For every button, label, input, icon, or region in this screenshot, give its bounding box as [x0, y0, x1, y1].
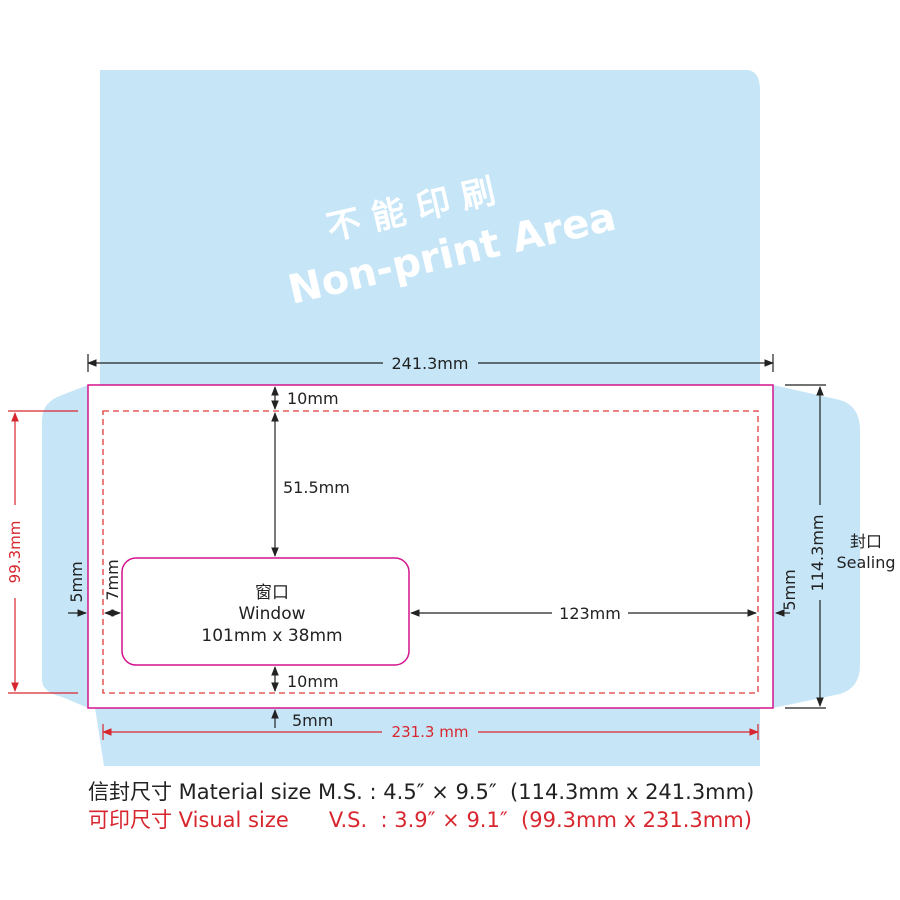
top-flap — [100, 70, 760, 385]
window-cutout — [121, 557, 410, 666]
window-label-zh: 窗口 — [255, 583, 289, 603]
left-edge-label: 5mm — [67, 561, 86, 602]
bottom-margin-label: 10mm — [287, 672, 339, 691]
visual-width-label: 231.3 mm — [392, 723, 469, 741]
right-edge-label: 5mm — [780, 569, 799, 610]
sealing-label-zh: 封口 — [850, 532, 882, 551]
right-flap — [773, 385, 860, 708]
material-width-label: 241.3mm — [392, 354, 469, 373]
visual-size-line: 可印尺寸 Visual size V.S. : 3.9″ × 9.1″ (99.… — [88, 808, 752, 832]
safe-area — [102, 410, 759, 694]
window-right-label: 123mm — [559, 604, 621, 623]
visual-height-label: 99.3mm — [6, 521, 24, 584]
window-label-en: Window — [238, 604, 305, 624]
material-size-line: 信封尺寸 Material size M.S. : 4.5″ × 9.5″ (1… — [88, 780, 755, 804]
window-left-label: 7mm — [103, 559, 122, 600]
left-flap — [42, 385, 88, 708]
material-height-label: 114.3mm — [808, 515, 827, 592]
window-top-label: 51.5mm — [283, 478, 350, 497]
window-size: 101mm x 38mm — [201, 626, 342, 646]
sealing-label-en: Sealing — [837, 553, 896, 572]
top-margin-label: 10mm — [287, 389, 339, 408]
bottom-flap — [95, 708, 760, 766]
bottom-edge-label: 5mm — [292, 711, 333, 730]
